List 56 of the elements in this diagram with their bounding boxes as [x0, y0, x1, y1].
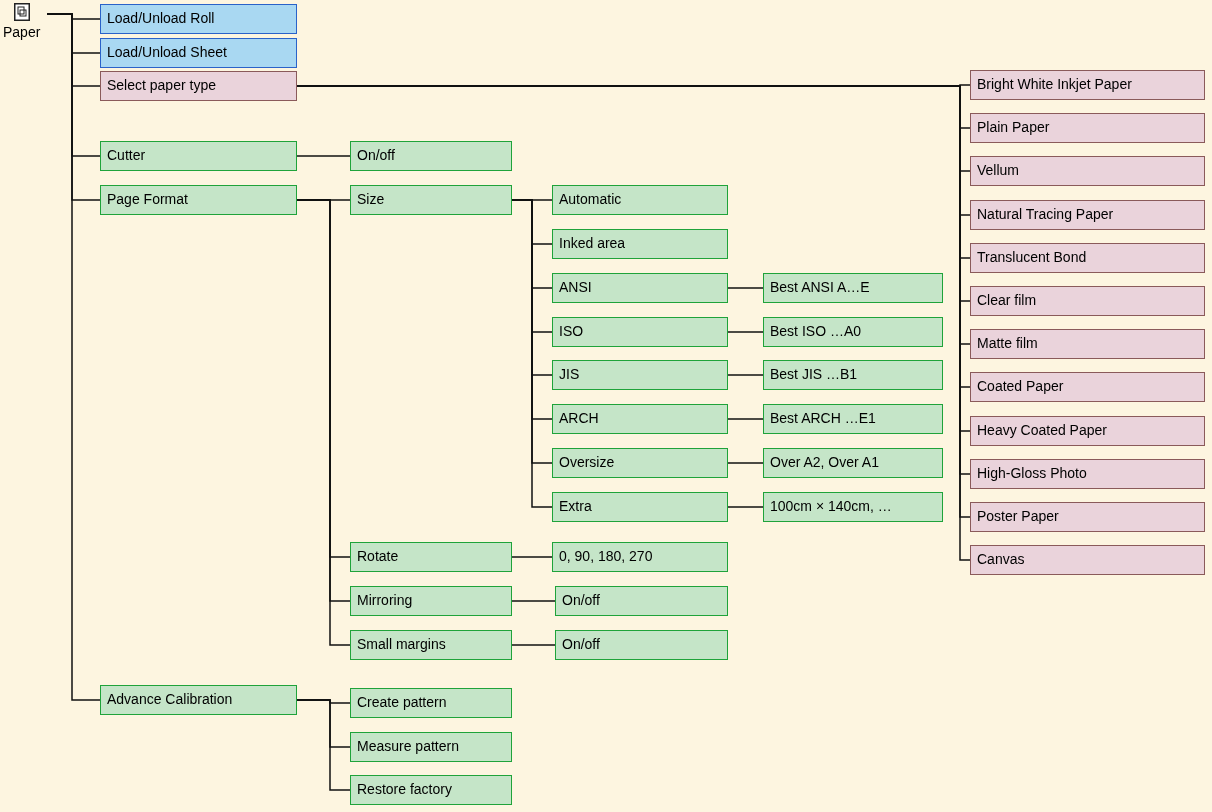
- connector-line: [727, 374, 764, 376]
- connector-line: [296, 155, 351, 157]
- menu-item: Plain Paper: [970, 113, 1205, 143]
- connector-line: [511, 600, 556, 602]
- menu-item: Poster Paper: [970, 502, 1205, 532]
- menu-item: Small margins: [350, 630, 512, 660]
- connector-line: [727, 418, 764, 420]
- menu-item: On/off: [555, 630, 728, 660]
- menu-item: Coated Paper: [970, 372, 1205, 402]
- menu-item: ANSI: [552, 273, 728, 303]
- menu-item: On/off: [350, 141, 512, 171]
- menu-item: Rotate: [350, 542, 512, 572]
- menu-item: Restore factory: [350, 775, 512, 805]
- menu-item: Translucent Bond: [970, 243, 1205, 273]
- menu-item: Advance Calibration: [100, 685, 297, 715]
- menu-item: Bright White Inkjet Paper: [970, 70, 1205, 100]
- connector-line: [511, 644, 556, 646]
- menu-label: Paper: [3, 24, 41, 40]
- menu-item: On/off: [555, 586, 728, 616]
- menu-item: Create pattern: [350, 688, 512, 718]
- connector-line: [727, 462, 764, 464]
- menu-item: Vellum: [970, 156, 1205, 186]
- menu-item: Natural Tracing Paper: [970, 200, 1205, 230]
- menu-item: Measure pattern: [350, 732, 512, 762]
- menu-item: Mirroring: [350, 586, 512, 616]
- connector-line: [511, 556, 553, 558]
- menu-item: Load/Unload Sheet: [100, 38, 297, 68]
- menu-item: ARCH: [552, 404, 728, 434]
- menu-item: Best ARCH …E1: [763, 404, 943, 434]
- connector-line: [727, 287, 764, 289]
- menu-item: Matte film: [970, 329, 1205, 359]
- menu-item: Cutter: [100, 141, 297, 171]
- menu-item: 0, 90, 180, 270: [552, 542, 728, 572]
- connector-line: [46, 13, 101, 701]
- menu-item: Clear film: [970, 286, 1205, 316]
- menu-item: ISO: [552, 317, 728, 347]
- menu-item: Extra: [552, 492, 728, 522]
- menu-item: Best ANSI A…E: [763, 273, 943, 303]
- menu-item: JIS: [552, 360, 728, 390]
- menu-item: Select paper type: [100, 71, 297, 101]
- menu-item: High-Gloss Photo: [970, 459, 1205, 489]
- menu-item: Automatic: [552, 185, 728, 215]
- menu-item: 100cm × 140cm, …: [763, 492, 943, 522]
- connector-line: [727, 331, 764, 333]
- menu-item: Page Format: [100, 185, 297, 215]
- menu-item: Over A2, Over A1: [763, 448, 943, 478]
- menu-item: Load/Unload Roll: [100, 4, 297, 34]
- connector-line: [296, 699, 351, 791]
- menu-item: Best ISO …A0: [763, 317, 943, 347]
- menu-item: Heavy Coated Paper: [970, 416, 1205, 446]
- menu-item: Size: [350, 185, 512, 215]
- connector-line: [727, 506, 764, 508]
- menu-item: Oversize: [552, 448, 728, 478]
- menu-item: Canvas: [970, 545, 1205, 575]
- menu-item: Inked area: [552, 229, 728, 259]
- menu-item: Best JIS …B1: [763, 360, 943, 390]
